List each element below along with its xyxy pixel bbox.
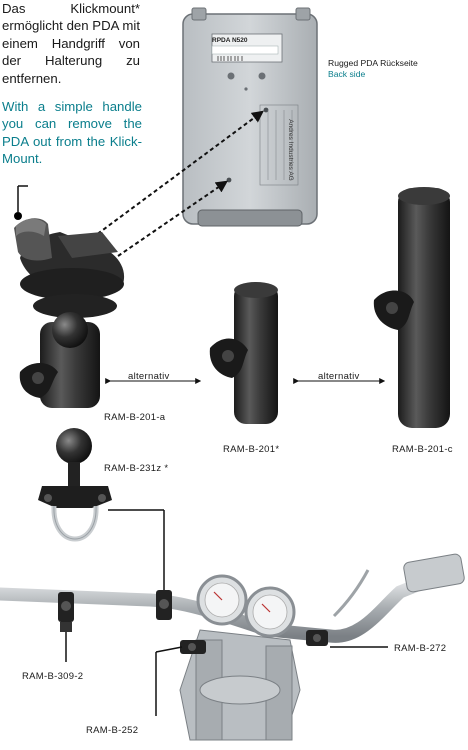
pda-model-label: RPDA N520 (212, 37, 248, 44)
arm-ram-b-201 (209, 282, 278, 424)
arm-ram-b-201-a (19, 312, 100, 408)
alternative-label-left: alternativ (128, 371, 170, 382)
klick-mount-clip (14, 186, 125, 318)
label-ram-b-231z: RAM-B-231z * (104, 463, 169, 474)
intro-text-german: Das Klickmount* ermöglicht den PDA mit e… (2, 1, 140, 86)
pda-back-device (182, 7, 318, 227)
ball-mount-ram-b-231z (38, 428, 112, 542)
mount-ram-b-252 (180, 640, 206, 654)
arm-ram-b-201-c (373, 187, 450, 428)
label-ram-b-201: RAM-B-201* (223, 444, 280, 455)
label-ram-b-252: RAM-B-252 (86, 725, 139, 736)
label-ram-b-201-a: RAM-B-201-a (104, 412, 166, 423)
leader-ram-b-252 (155, 646, 183, 653)
mount-to-pda-arrows (91, 110, 264, 257)
label-ram-b-272: RAM-B-272 (394, 643, 447, 654)
alternative-label-right: alternativ (318, 371, 360, 382)
label-ram-b-201-c: RAM-B-201-c (392, 444, 453, 455)
intro-text-english: With a simple handle you can remove the … (2, 99, 142, 167)
pda-caption-german: Rugged PDA Rückseite (328, 58, 418, 68)
pda-caption-english: Back side (328, 69, 366, 79)
pda-brand-label: Andres Industries AG (287, 119, 294, 180)
mount-ram-b-309-2 (58, 592, 74, 632)
motorcycle-handlebar (0, 553, 465, 741)
label-ram-b-309-2: RAM-B-309-2 (22, 671, 84, 682)
mount-ram-b-231-bar (156, 590, 172, 620)
mount-ram-b-272 (306, 630, 328, 646)
